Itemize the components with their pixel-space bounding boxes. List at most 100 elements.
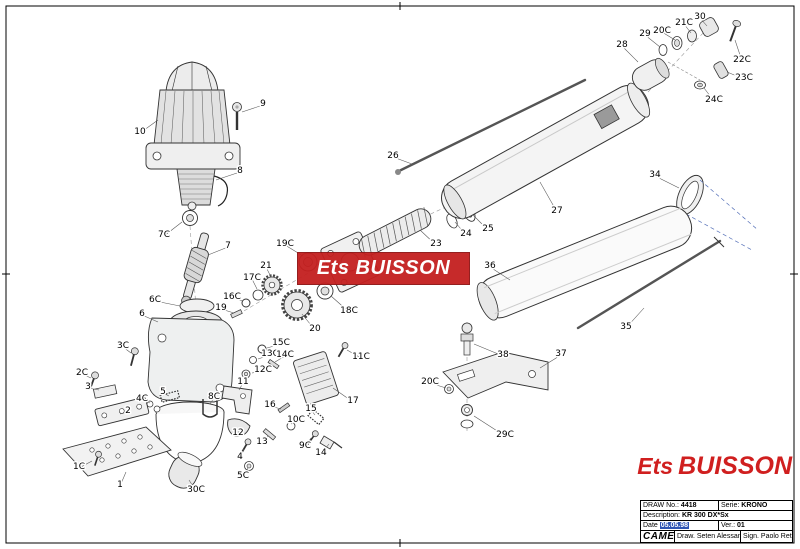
clevis-14 — [319, 435, 343, 450]
leader-line-8-11 — [215, 171, 241, 181]
leader-line-14C-33 — [274, 355, 286, 363]
came-logo: CAME — [643, 531, 675, 542]
end-hardware — [658, 17, 741, 90]
part-callout-23C-6: 23C — [735, 73, 753, 83]
part-callout-21-20: 21 — [260, 261, 271, 271]
part-callout-1C-59: 1C — [73, 462, 85, 472]
part-callout-30-0: 30 — [694, 12, 706, 22]
rotor-assembly — [181, 201, 209, 306]
part-callout-23-18: 23 — [430, 239, 441, 249]
part-callout-34-12: 34 — [649, 170, 661, 180]
washer-24C — [694, 80, 706, 90]
washer-20C-lower — [444, 384, 454, 394]
part-callout-9-8: 9 — [260, 99, 266, 109]
leader-line-20C-2 — [661, 31, 676, 41]
leader-line-13-52 — [261, 435, 269, 444]
washer-12C — [241, 369, 251, 379]
part-callout-10C-49: 10C — [287, 415, 305, 425]
motor-assembly — [145, 61, 242, 207]
part-callout-3-39: 3 — [85, 382, 91, 392]
screw-11C — [337, 342, 349, 358]
draw-no-label: DRAW No.: — [643, 502, 679, 509]
leader-line-20-28 — [301, 313, 316, 331]
part-callout-26-10: 26 — [387, 151, 399, 161]
part-callout-38-35: 38 — [497, 350, 509, 360]
part-callout-12-50: 12 — [232, 428, 243, 438]
leader-line-5C-56 — [242, 467, 249, 478]
motor-ribs — [160, 90, 225, 145]
part-callout-7C-14: 7C — [158, 230, 170, 240]
washer-4C-b — [153, 405, 161, 413]
rod-35 — [576, 236, 725, 330]
part-callout-2C-38: 2C — [76, 368, 88, 378]
part-callout-22C-5: 22C — [733, 55, 751, 65]
part-callout-4-55: 4 — [237, 452, 243, 462]
leader-line-24-16 — [454, 221, 467, 236]
washer-10C — [286, 421, 296, 431]
part-callout-8C-43: 8C — [208, 392, 220, 402]
brand-name: BUISSON — [678, 451, 792, 480]
part-callout-18C-27: 18C — [340, 306, 358, 316]
stator-coil — [176, 168, 216, 206]
leader-line-12-50 — [237, 427, 241, 435]
leader-line-7-17 — [207, 246, 229, 256]
bracket-37 — [442, 351, 549, 399]
circlip-15C — [257, 344, 267, 354]
part-callout-5C-56: 5C — [237, 471, 249, 481]
version-label: Ver.: — [721, 522, 736, 529]
leader-line-7C-14 — [163, 221, 183, 237]
part-callout-21C-1: 21C — [675, 18, 693, 28]
part-callout-15-47: 15 — [305, 404, 316, 414]
leader-line-14-54 — [320, 443, 330, 455]
leader-line-2-48 — [119, 411, 129, 415]
drive-rod-26 — [395, 78, 587, 175]
part-callout-29-3: 29 — [639, 29, 651, 39]
washer-13C — [249, 356, 257, 364]
pin-13 — [262, 428, 277, 441]
leader-line-8C-43 — [209, 397, 215, 405]
watermark-text: Ets BUISSON — [316, 257, 451, 279]
part-callout-11C-34: 11C — [352, 352, 370, 362]
description-label: Description: — [643, 512, 680, 519]
leader-line-29C-51 — [473, 415, 506, 437]
leader-line-23C-6 — [726, 71, 745, 80]
leader-line-19-25 — [220, 308, 235, 314]
part-callout-15C-31: 15C — [272, 338, 290, 348]
serie-label: Serie: — [721, 502, 740, 509]
leader-line-11C-34 — [346, 349, 362, 359]
part-callout-20-28: 20 — [309, 324, 321, 334]
leader-line-30C-57 — [188, 479, 197, 492]
pin-16 — [277, 402, 291, 414]
screw-2C — [89, 371, 99, 389]
watermark: Ets BUISSON — [297, 252, 470, 285]
sign-value: Paolo Retro — [760, 533, 792, 540]
leader-line-6-26 — [141, 314, 159, 323]
brand-logo: Ets BUISSON — [637, 449, 792, 483]
part-callout-8-11: 8 — [237, 166, 243, 176]
leader-line-5-42 — [162, 392, 170, 397]
part-callout-5-42: 5 — [160, 387, 166, 397]
screw-1C — [94, 450, 102, 466]
draw-no-value: 4418 — [680, 502, 697, 509]
part-callout-36-22: 36 — [484, 261, 496, 271]
plate-2 — [94, 396, 150, 427]
part-callout-19-25: 19 — [215, 303, 227, 313]
clamp-8C — [202, 399, 218, 418]
leader-line-23-18 — [419, 229, 437, 246]
leader-line-4-55 — [239, 448, 245, 459]
motor-wire — [213, 175, 229, 207]
spring-5 — [159, 390, 181, 403]
leader-line-3C-30 — [122, 346, 132, 354]
part-callout-37-36: 37 — [555, 349, 566, 359]
bushing-23C — [713, 61, 729, 79]
part-callout-3C-30: 3C — [117, 341, 129, 351]
leader-line-35-29 — [625, 307, 645, 329]
leader-line-2C-38 — [81, 373, 92, 379]
date-label: Date — [643, 522, 658, 529]
base-plate-assembly — [62, 426, 254, 489]
leader-line-12C-37 — [251, 370, 264, 374]
leader-line-36-22 — [489, 266, 511, 281]
part-callout-17-45: 17 — [347, 396, 358, 406]
screw-9C — [307, 430, 319, 445]
part-callout-27-13: 27 — [551, 206, 562, 216]
